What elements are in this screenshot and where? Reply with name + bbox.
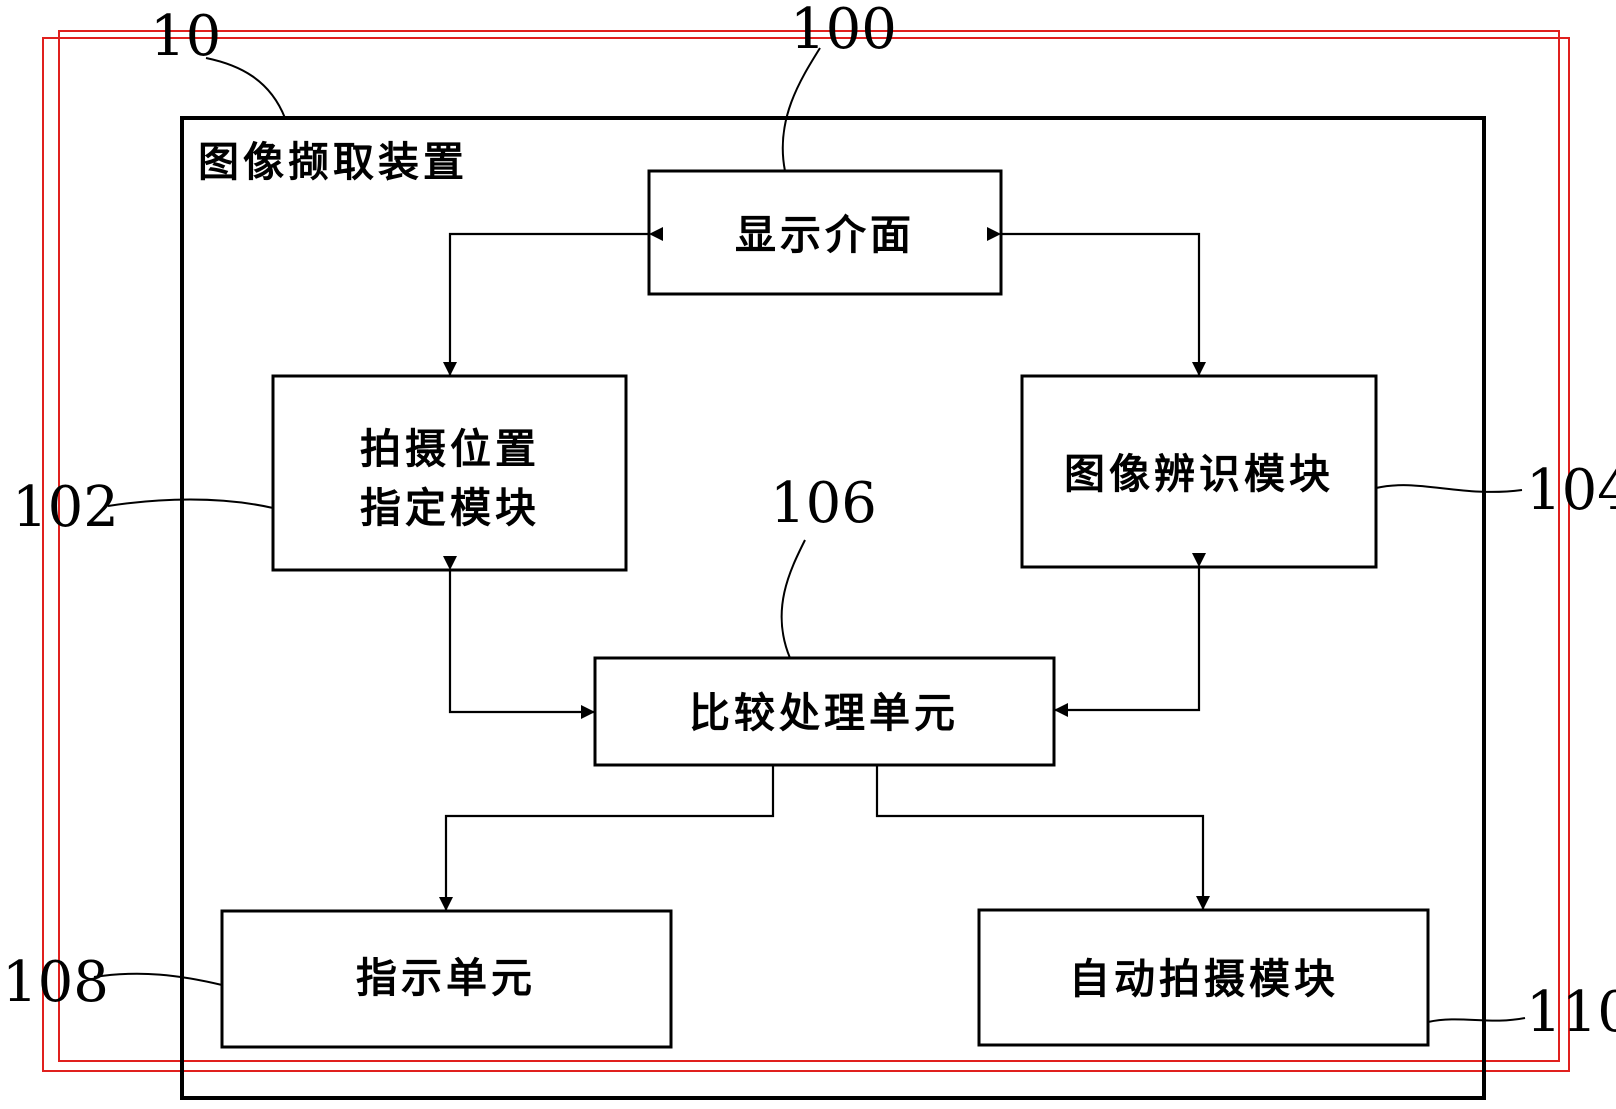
ref-110: 110 <box>1526 980 1616 1045</box>
recognition-module-label: 图像辨识模块 <box>1064 450 1334 498</box>
leader-10 <box>205 57 286 119</box>
connector-display-recognition <box>987 227 1206 376</box>
auto-capture-module-box: 自动拍摄模块 <box>977 908 1430 1047</box>
connector-compare-indicator <box>439 765 775 911</box>
ref-10: 10 <box>150 4 221 69</box>
recognition-module-box: 图像辨识模块 <box>1020 374 1378 569</box>
ref-108: 108 <box>2 950 109 1015</box>
leader-106 <box>780 539 806 659</box>
device-container <box>180 116 1486 1100</box>
compare-unit-box: 比较处理单元 <box>593 656 1056 767</box>
ref-102: 102 <box>12 475 119 540</box>
outer-red-frame <box>42 37 1570 1072</box>
display-interface-label: 显示介面 <box>735 211 915 259</box>
indicator-unit-box: 指示单元 <box>220 909 673 1049</box>
container-title: 图像撷取装置 <box>198 138 468 186</box>
display-interface-box: 显示介面 <box>647 169 1003 296</box>
connector-recognition-compare <box>1054 553 1206 717</box>
position-module-label-line1: 拍摄位置 <box>360 425 540 473</box>
indicator-unit-label: 指示单元 <box>356 954 536 1002</box>
connector-compare-autocapture <box>875 765 1210 910</box>
connector-position-compare <box>443 556 595 719</box>
position-module-box: 拍摄位置 指定模块 <box>271 374 628 572</box>
leader-108 <box>93 972 223 986</box>
leader-100 <box>781 47 821 172</box>
ref-104: 104 <box>1526 458 1616 523</box>
position-module-label-line2: 指定模块 <box>360 484 540 532</box>
compare-unit-label: 比较处理单元 <box>689 689 959 737</box>
ref-100: 100 <box>790 0 897 62</box>
connector-display-position <box>443 227 663 376</box>
leader-102 <box>107 498 274 509</box>
inner-red-frame <box>58 30 1560 1062</box>
ref-106: 106 <box>770 471 877 536</box>
leader-104 <box>1375 484 1523 493</box>
leader-110 <box>1427 1017 1526 1023</box>
auto-capture-module-label: 自动拍摄模块 <box>1069 955 1339 1003</box>
